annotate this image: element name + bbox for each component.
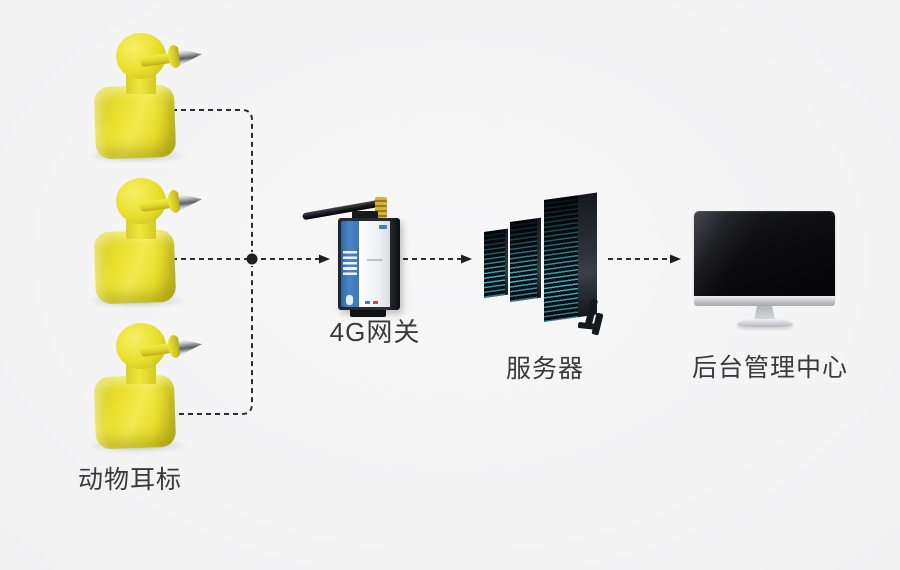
gateway-front-panel — [359, 221, 390, 307]
management-monitor — [694, 211, 836, 329]
monitor-chin — [694, 296, 835, 306]
gateway-print-line — [367, 259, 383, 261]
server-tower-front — [510, 218, 537, 302]
label-server: 服务器 — [505, 355, 584, 383]
monitor-stand-base — [737, 319, 793, 327]
animal-ear-tag-3 — [90, 320, 202, 452]
tag-body — [93, 84, 177, 160]
gateway-sim-slot — [346, 295, 353, 305]
label-management-center: 后台管理中心 — [691, 354, 848, 382]
gateway-led-blue — [365, 301, 370, 304]
gateway-mount-tab-bottom — [350, 308, 386, 317]
server-tower-side — [505, 228, 508, 296]
antenna-connector — [375, 197, 387, 218]
gateway-4g-device — [298, 194, 443, 319]
server-tower-side — [537, 217, 541, 299]
server-rack-cluster — [482, 192, 610, 339]
tag-body — [93, 374, 177, 450]
monitor-stand-neck — [754, 306, 775, 320]
label-gateway-4g: 4G网关 — [329, 317, 421, 347]
gateway-body — [338, 218, 400, 310]
server-tower-1 — [484, 228, 508, 298]
gateway-vents — [343, 251, 357, 276]
label-animal-ear-tags: 动物耳标 — [77, 466, 182, 494]
monitor-screen — [694, 211, 835, 296]
tag-pin-tip — [178, 46, 203, 66]
gateway-led-red — [373, 301, 378, 304]
tag-pin-tip — [178, 336, 203, 356]
animal-ear-tag-1 — [90, 30, 202, 162]
junction-dot — [246, 253, 258, 265]
animal-ear-tag-2 — [90, 175, 202, 307]
server-tower-front — [544, 195, 578, 322]
gateway-mount-tab-top — [352, 211, 378, 220]
server-tower-2 — [510, 217, 541, 302]
server-foot — [577, 321, 599, 331]
tag-body — [93, 229, 177, 305]
server-tower-front — [484, 229, 505, 298]
gateway-logo — [379, 225, 387, 229]
gateway-blue-panel — [341, 221, 359, 307]
tag-pin-tip — [178, 191, 203, 211]
